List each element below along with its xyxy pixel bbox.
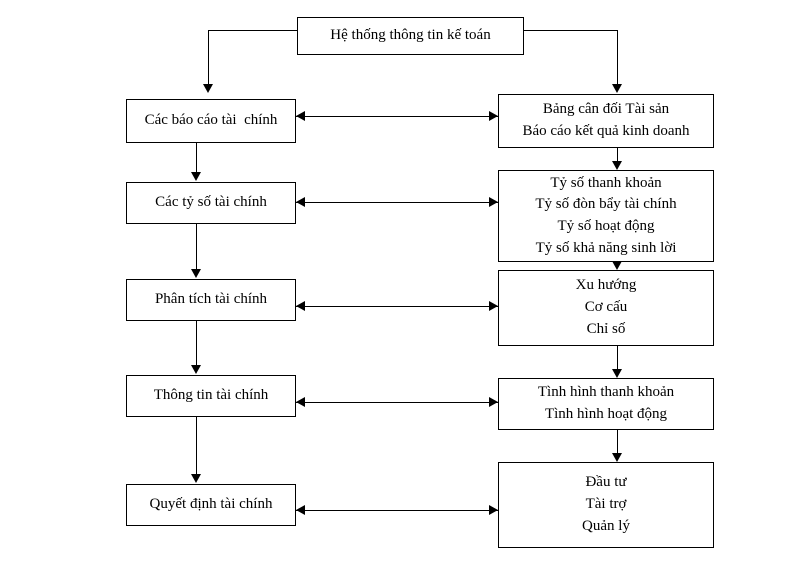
node-label-line-2: Tỷ số đòn bẩy tài chính bbox=[535, 196, 677, 213]
node-financial-decision[interactable]: Quyết định tài chính bbox=[126, 484, 296, 526]
connector-title-to-left-horizontal bbox=[208, 30, 298, 31]
node-financial-ratios[interactable]: Các tỷ số tài chính bbox=[126, 182, 296, 224]
connector-title-to-right-horizontal bbox=[523, 30, 618, 31]
arrowhead-left-2-to-3 bbox=[191, 269, 201, 278]
arrowhead-right-2-to-3 bbox=[612, 261, 622, 270]
connector-row-4-horizontal bbox=[296, 402, 498, 403]
arrowhead-left-4-to-5 bbox=[191, 474, 201, 483]
arrowhead-title-to-right bbox=[612, 84, 622, 93]
node-label-line-1: Đầu tư bbox=[585, 474, 627, 491]
connector-row-5-horizontal bbox=[296, 510, 498, 511]
node-decision-areas[interactable]: Đầu tư Tài trợ Quản lý bbox=[498, 462, 714, 548]
node-label: Các tỷ số tài chính bbox=[155, 194, 267, 211]
node-label-line-2: Tình hình hoạt động bbox=[544, 406, 668, 422]
node-label: Các báo cáo tài chính bbox=[144, 112, 278, 129]
arrowhead-right-1-to-2 bbox=[612, 161, 622, 170]
connector-right-3-to-4 bbox=[617, 346, 618, 369]
node-financial-analysis[interactable]: Phân tích tài chính bbox=[126, 279, 296, 321]
node-analysis-dimensions[interactable]: Xu hướng Cơ cấu Chỉ số bbox=[498, 270, 714, 346]
arrowhead-row-4-left bbox=[296, 397, 305, 407]
arrowhead-title-to-left bbox=[203, 84, 213, 93]
node-financial-reports[interactable]: Các báo cáo tài chính bbox=[126, 99, 296, 143]
node-label-line-3: Quản lý bbox=[582, 517, 630, 534]
arrowhead-right-3-to-4 bbox=[612, 369, 622, 378]
connector-row-3-horizontal bbox=[296, 306, 498, 307]
node-financial-information[interactable]: Thông tin tài chính bbox=[126, 375, 296, 417]
arrowhead-row-1-left bbox=[296, 111, 305, 121]
arrowhead-row-5-left bbox=[296, 505, 305, 515]
arrowhead-row-2-left bbox=[296, 197, 305, 207]
node-label-line-2: Báo cáo kết quả kinh doanh bbox=[522, 123, 690, 139]
arrowhead-row-5-right bbox=[489, 505, 498, 515]
node-label-line-1: Bảng cân đối Tài sản bbox=[542, 101, 670, 118]
connector-title-to-right-vertical bbox=[617, 30, 618, 85]
node-label-line-1: Xu hướng bbox=[575, 277, 637, 294]
connector-left-3-to-4 bbox=[196, 321, 197, 366]
arrowhead-right-4-to-5 bbox=[612, 453, 622, 462]
connector-row-1-horizontal bbox=[296, 116, 498, 117]
node-label: Hệ thống thông tin kế toán bbox=[330, 27, 491, 44]
arrowhead-row-2-right bbox=[489, 197, 498, 207]
node-label-line-3: Tỷ số hoạt động bbox=[557, 218, 655, 234]
arrowhead-row-3-right bbox=[489, 301, 498, 311]
node-accounting-information-system[interactable]: Hệ thống thông tin kế toán bbox=[297, 17, 524, 55]
node-label-line-3: Chỉ số bbox=[586, 320, 626, 337]
connector-left-2-to-3 bbox=[196, 224, 197, 270]
connector-title-to-left-vertical bbox=[208, 30, 209, 85]
connector-right-4-to-5 bbox=[617, 430, 618, 453]
connector-left-1-to-2 bbox=[196, 143, 197, 173]
node-balance-sheet-income-statement[interactable]: Bảng cân đối Tài sản Báo cáo kết quả kin… bbox=[498, 94, 714, 148]
node-label-line-2: Tài trợ bbox=[585, 496, 627, 513]
node-label: Thông tin tài chính bbox=[153, 387, 269, 404]
arrowhead-left-3-to-4 bbox=[191, 365, 201, 374]
arrowhead-row-3-left bbox=[296, 301, 305, 311]
node-label-line-1: Tình hình thanh khoản bbox=[537, 384, 675, 401]
node-label-line-2: Cơ cấu bbox=[584, 299, 628, 316]
connector-right-1-to-2 bbox=[617, 148, 618, 162]
node-label-line-4: Tỷ số khả năng sinh lời bbox=[535, 239, 677, 256]
node-label: Phân tích tài chính bbox=[154, 291, 268, 308]
node-ratio-types[interactable]: Tỷ số thanh khoản Tỷ số đòn bẩy tài chín… bbox=[498, 170, 714, 262]
connector-left-4-to-5 bbox=[196, 417, 197, 475]
arrowhead-row-4-right bbox=[489, 397, 498, 407]
arrowhead-left-1-to-2 bbox=[191, 172, 201, 181]
arrowhead-row-1-right bbox=[489, 111, 498, 121]
node-label-line-1: Tỷ số thanh khoản bbox=[550, 174, 662, 191]
node-label: Quyết định tài chính bbox=[149, 496, 273, 513]
node-situation-status[interactable]: Tình hình thanh khoản Tình hình hoạt độn… bbox=[498, 378, 714, 430]
connector-row-2-horizontal bbox=[296, 202, 498, 203]
